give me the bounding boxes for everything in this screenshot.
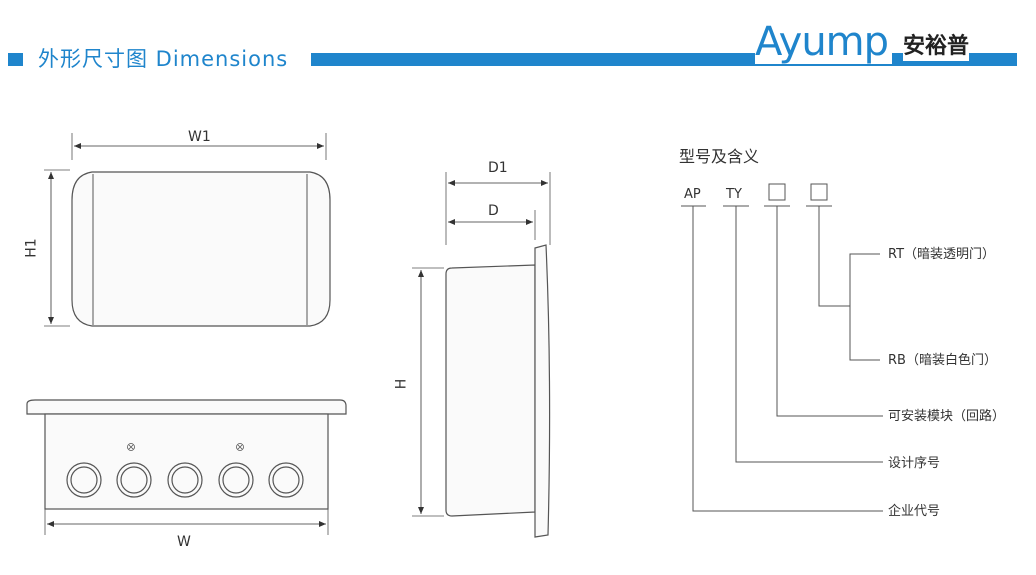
dim-label-h: H xyxy=(393,378,410,390)
front-view xyxy=(44,133,331,327)
model-code-ty: TY xyxy=(726,187,742,202)
dim-label-w: W xyxy=(177,534,191,550)
meaning-design-number-label: 设计序号 xyxy=(888,456,941,471)
page-title: 外形尺寸图 Dimensions xyxy=(38,47,289,71)
header-square-icon xyxy=(8,53,23,66)
bottom-view xyxy=(26,399,347,535)
dim-label-h1: H1 xyxy=(23,238,40,258)
option-rt-label: RT（暗装透明门） xyxy=(888,247,996,262)
side-view xyxy=(412,172,551,538)
meaning-modules-label: 可安装模块（回路） xyxy=(888,409,1006,424)
model-legend-lines xyxy=(681,183,883,512)
dim-label-w1: W1 xyxy=(188,129,211,145)
brand-logo-latin: Ayump xyxy=(755,20,893,64)
meaning-company-code-label: 企业代号 xyxy=(888,504,941,519)
brand-logo-cjk: 安裕普 xyxy=(903,33,970,61)
model-code-ap: AP xyxy=(684,187,701,202)
dim-label-d1: D1 xyxy=(488,160,508,176)
model-legend-title: 型号及含义 xyxy=(679,147,760,166)
dim-label-d: D xyxy=(488,203,499,219)
option-rb-label: RB（暗装白色门） xyxy=(888,353,997,368)
